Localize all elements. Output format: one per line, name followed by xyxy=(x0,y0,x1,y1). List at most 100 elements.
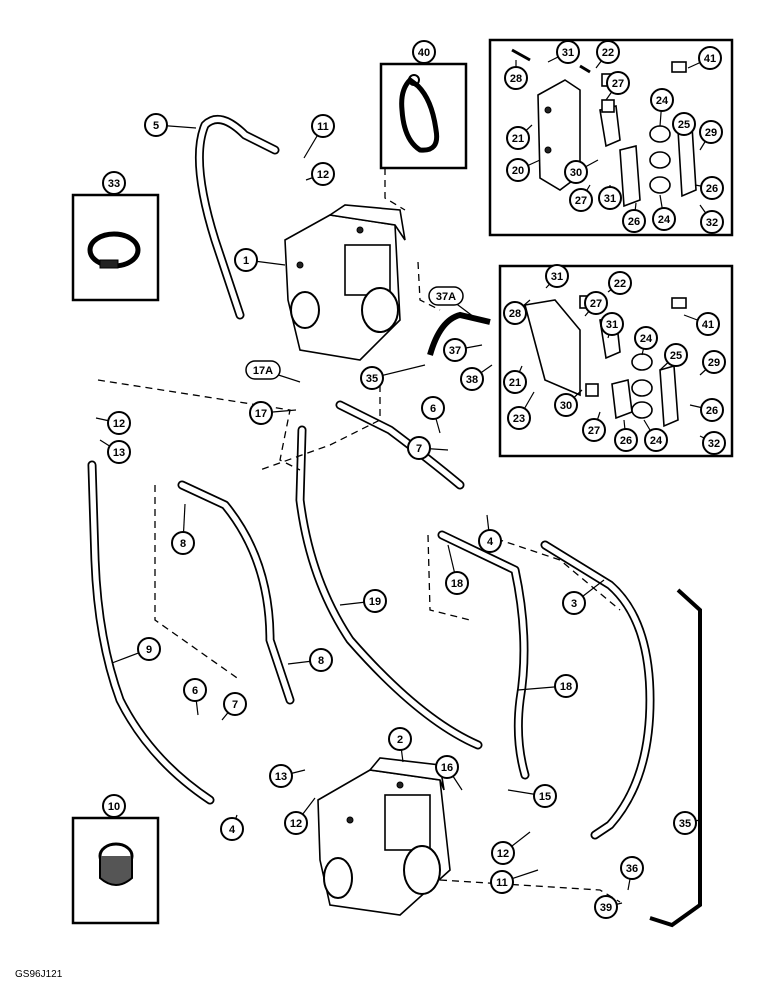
callout-12d: 12 xyxy=(491,831,531,865)
callout-label: 21 xyxy=(509,377,521,389)
callout-label: 28 xyxy=(509,308,521,320)
callout-40: 40 xyxy=(412,40,436,64)
callout-26b: 26 xyxy=(694,176,724,200)
callout-8b: 8 xyxy=(287,648,333,672)
callout-label: 7 xyxy=(416,443,422,455)
callout-label: 30 xyxy=(570,167,582,179)
callout-label: 27 xyxy=(590,298,602,310)
callout-32b: 32 xyxy=(699,431,726,455)
callout-label: 8 xyxy=(318,655,324,667)
callout-label: 1 xyxy=(243,255,249,267)
callout-26d: 26 xyxy=(614,419,638,452)
callout-label: 11 xyxy=(317,121,329,133)
callout-24a: 24 xyxy=(650,88,674,127)
callout-5: 5 xyxy=(144,113,197,137)
detail-box-40 xyxy=(379,62,468,170)
callout-label: 23 xyxy=(513,413,525,425)
callout-24d: 24 xyxy=(643,419,668,452)
callout-11b: 11 xyxy=(490,869,539,894)
callout-31a: 31 xyxy=(547,40,580,64)
callout-6a: 6 xyxy=(421,396,445,434)
callout-31c: 31 xyxy=(545,264,569,289)
callout-label: 24 xyxy=(640,333,653,345)
callout-label: 11 xyxy=(496,877,508,889)
callout-22b: 22 xyxy=(607,271,632,295)
callout-29a: 29 xyxy=(699,120,723,151)
callout-label: 13 xyxy=(275,771,287,783)
callout-label: 4 xyxy=(229,824,236,836)
callout-label: 26 xyxy=(620,435,632,447)
callout-label: 29 xyxy=(705,127,717,139)
callout-30a: 30 xyxy=(564,159,599,184)
callout-label: 41 xyxy=(704,53,716,65)
callout-16: 16 xyxy=(435,755,463,791)
callout-8a: 8 xyxy=(171,503,195,555)
callout-label: 27 xyxy=(575,195,587,207)
callout-23: 23 xyxy=(507,391,535,430)
callout-label: 20 xyxy=(512,165,524,177)
callout-label: 19 xyxy=(369,596,381,608)
callout-label: 4 xyxy=(487,536,494,548)
callout-17A: 17A xyxy=(245,360,301,383)
callout-13a: 13 xyxy=(99,439,131,464)
callout-label: 37 xyxy=(449,345,461,357)
callout-35b: 35 xyxy=(673,811,701,835)
callout-label: 35 xyxy=(679,818,691,830)
detail-box-10 xyxy=(71,816,160,925)
callout-label: 24 xyxy=(658,214,671,226)
callout-label: 41 xyxy=(702,319,714,331)
callout-label: 25 xyxy=(678,119,690,131)
pump-1 xyxy=(284,204,406,361)
callout-label: 31 xyxy=(604,193,616,205)
callout-11a: 11 xyxy=(303,114,335,159)
callout-24c: 24 xyxy=(634,326,658,356)
callout-38: 38 xyxy=(460,364,493,391)
callout-label: 8 xyxy=(180,538,186,550)
callout-label: 22 xyxy=(614,278,626,290)
callout-12a: 12 xyxy=(305,162,335,186)
callout-4b: 4 xyxy=(220,814,244,841)
callout-33: 33 xyxy=(102,171,126,195)
callout-15: 15 xyxy=(507,784,557,808)
callout-label: 37A xyxy=(436,291,456,303)
callout-21a: 21 xyxy=(506,124,533,150)
callout-27a: 27 xyxy=(605,71,630,101)
callout-label: 26 xyxy=(706,405,718,417)
callout-label: 10 xyxy=(108,801,120,813)
callout-12b: 12 xyxy=(95,411,131,435)
callout-3: 3 xyxy=(562,579,605,615)
callout-17: 17 xyxy=(249,401,297,425)
callout-label: 30 xyxy=(560,400,572,412)
callout-label: 22 xyxy=(602,47,614,59)
drawing-code: GS96J121 xyxy=(15,969,63,980)
callout-36: 36 xyxy=(620,856,644,891)
callout-label: 17 xyxy=(255,408,267,420)
callout-18b: 18 xyxy=(517,674,578,698)
callout-1: 1 xyxy=(234,248,286,272)
detail-box-lower-bracket xyxy=(498,264,734,458)
callout-label: 27 xyxy=(588,425,600,437)
callout-label: 39 xyxy=(600,902,612,914)
callout-13b: 13 xyxy=(269,764,306,788)
callout-28b: 28 xyxy=(503,299,531,325)
callout-26c: 26 xyxy=(689,398,724,422)
callout-label: 32 xyxy=(706,217,718,229)
callout-27d: 27 xyxy=(582,411,606,442)
callout-24b: 24 xyxy=(652,194,676,231)
callout-label: 28 xyxy=(510,73,522,85)
callout-27b: 27 xyxy=(569,184,593,212)
callout-label: 9 xyxy=(146,644,152,656)
callout-label: 24 xyxy=(656,95,669,107)
callout-label: 26 xyxy=(706,183,718,195)
callout-label: 12 xyxy=(317,169,329,181)
callout-35a: 35 xyxy=(360,364,426,390)
callout-27c: 27 xyxy=(584,291,608,317)
callout-29b: 29 xyxy=(699,350,726,376)
callout-41b: 41 xyxy=(683,312,720,336)
callout-30b: 30 xyxy=(554,389,583,417)
callout-label: 12 xyxy=(113,418,125,430)
callout-label: 36 xyxy=(626,863,638,875)
callout-18a: 18 xyxy=(445,544,469,595)
lower-bracket-parts xyxy=(524,295,687,428)
callout-label: 6 xyxy=(192,685,198,697)
